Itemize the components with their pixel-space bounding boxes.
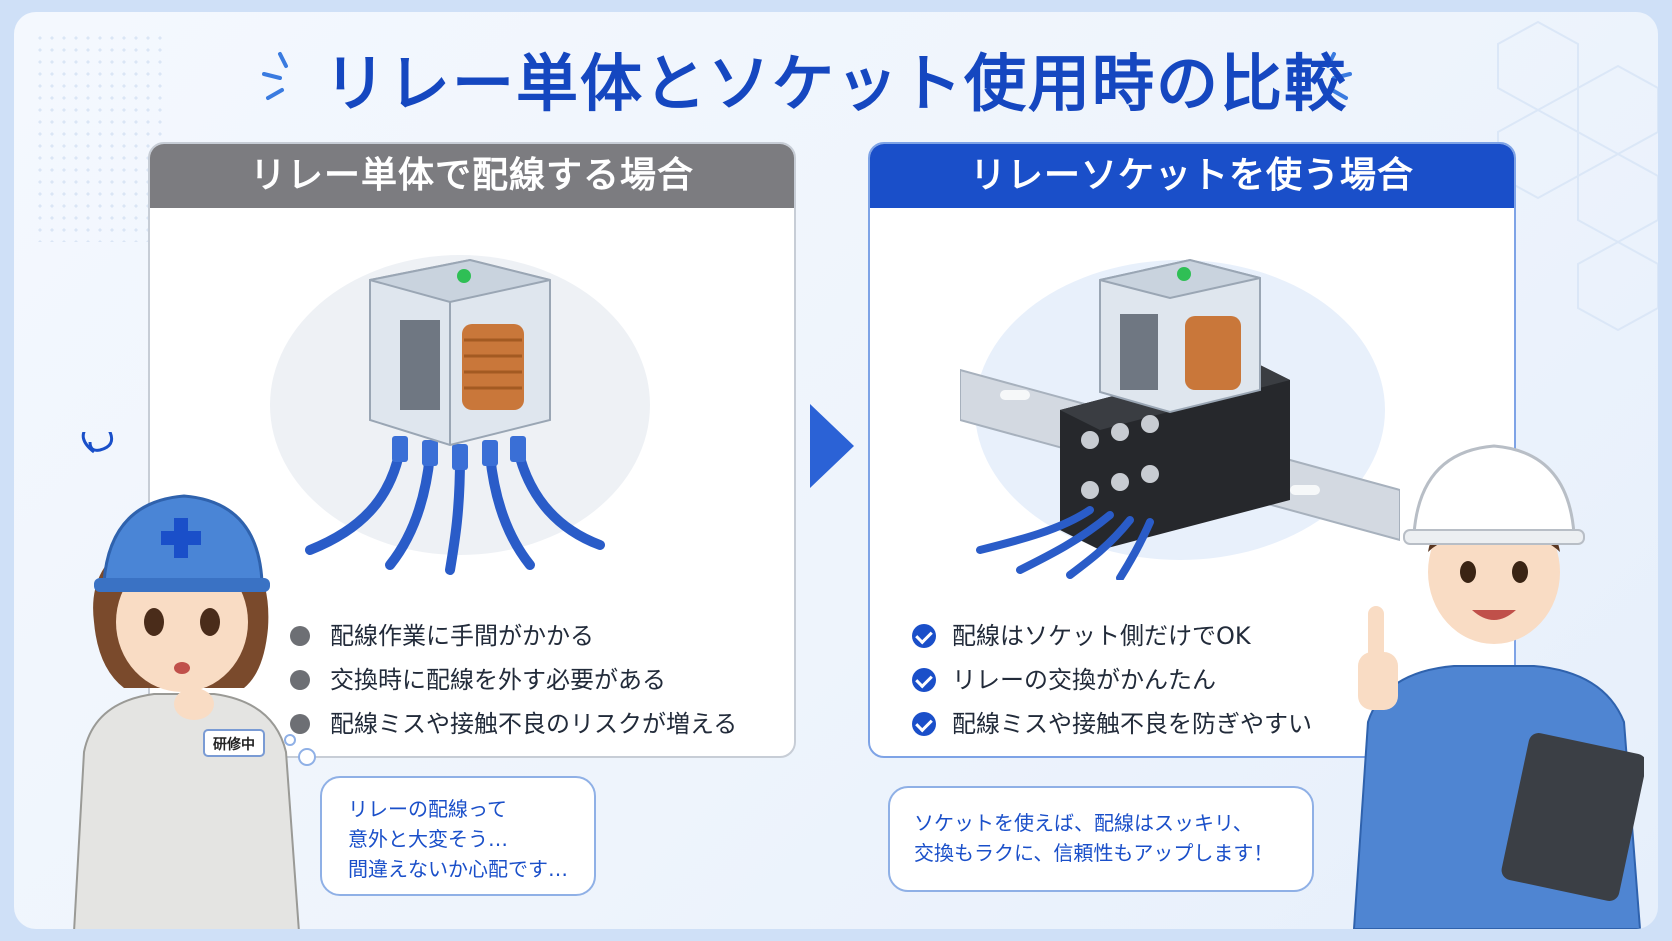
relay-with-wires-illustration — [270, 255, 650, 575]
dot-pattern-decoration — [34, 32, 164, 242]
relay-on-socket-illustration — [960, 258, 1400, 580]
confused-swirl-icon — [81, 432, 114, 454]
blue-check-icon — [912, 712, 936, 736]
page-title: リレー単体とソケット使用時の比較 — [323, 47, 1348, 120]
tablet-icon — [1501, 733, 1644, 901]
expert-speech-bubble: ソケットを使えば、配線はスッキリ、 交換もラクに、信頼性もアップします！ — [888, 786, 1314, 892]
relay-socket-panel: リレーソケットを使う場合 配線はソケット側だけでOK リレーの交換がかん — [868, 142, 1516, 758]
thumbs-up-icon — [1368, 606, 1384, 662]
gray-dot-icon — [290, 670, 310, 690]
list-item: 配線ミスや接触不良を防ぎやすい — [912, 702, 1312, 746]
drawbacks-list: 配線作業に手間がかかる 交換時に配線を外す必要がある 配線ミスや接触不良のリスク… — [290, 614, 737, 746]
svg-text:研修中: 研修中 — [213, 736, 255, 753]
sparkle-lines-icon — [1326, 52, 1352, 100]
list-item: 配線はソケット側だけでOK — [912, 614, 1312, 658]
gray-dot-icon — [290, 714, 310, 734]
list-item: 配線ミスや接触不良のリスクが増える — [290, 702, 737, 746]
panel-header: リレー単体で配線する場合 — [150, 144, 794, 208]
sparkle-lines-icon — [262, 52, 288, 100]
benefits-list: 配線はソケット側だけでOK リレーの交換がかんたん 配線ミスや接触不良を防ぎやす… — [912, 614, 1312, 746]
list-item: 交換時に配線を外す必要がある — [290, 658, 737, 702]
name-tag — [203, 729, 265, 757]
gray-dot-icon — [290, 626, 310, 646]
hexagon-pattern-decoration — [1497, 20, 1658, 332]
list-item: 配線作業に手間がかかる — [290, 614, 737, 658]
blue-check-icon — [912, 624, 936, 648]
blue-check-icon — [912, 668, 936, 692]
expert-worker-character — [1352, 444, 1644, 929]
list-item: リレーの交換がかんたん — [912, 658, 1312, 702]
trainee-speech-bubble: リレーの配線って 意外と大変そう… 間違えないか心配です… — [320, 776, 596, 896]
thought-dot — [298, 748, 316, 766]
thought-dot — [284, 734, 296, 746]
infographic-canvas: リレー単体とソケット使用時の比較 リレー単体で配線する場合 — [14, 12, 1658, 929]
panel-header: リレーソケットを使う場合 — [870, 144, 1514, 208]
arrow-right-icon — [810, 404, 854, 488]
trainee-worker-character: 研修中 — [73, 432, 300, 929]
